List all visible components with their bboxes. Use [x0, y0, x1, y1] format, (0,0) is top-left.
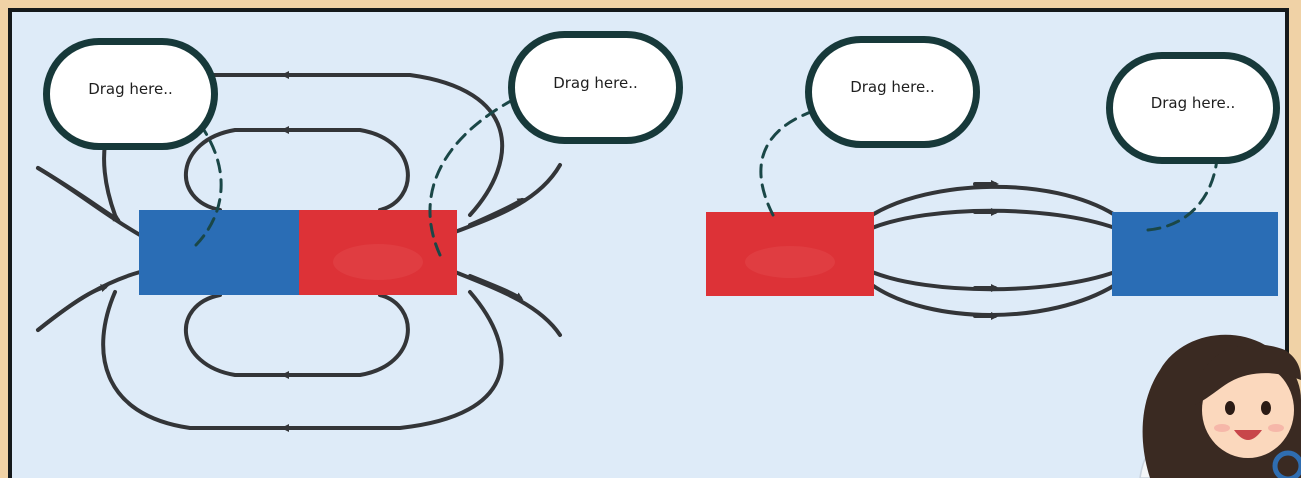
drop-zone-3[interactable]: Drag here.. — [805, 36, 980, 148]
avatar-mouth — [1234, 430, 1262, 440]
drop-zone-label: Drag here.. — [553, 73, 638, 92]
field-line-pair-1 — [870, 184, 1117, 217]
bar-magnet-south-pole — [139, 210, 299, 295]
field-line-left-lower — [36, 270, 142, 332]
bar-magnet-sheen — [333, 244, 423, 280]
avatar-face — [1202, 362, 1294, 458]
drop-zone-label: Drag here.. — [88, 80, 173, 98]
field-line-bottom-inner — [184, 293, 410, 377]
field-arrow — [468, 197, 526, 227]
bar-magnet-field-lines — [36, 71, 562, 432]
pointer-arrow-1 — [178, 98, 223, 247]
attraction-field-lines — [870, 180, 1117, 320]
red-pole-block — [706, 212, 874, 296]
field-line-top-inner — [184, 128, 410, 212]
bar-magnet — [139, 210, 457, 295]
blue-pole-block — [1112, 212, 1278, 296]
teacher-avatar — [1139, 334, 1301, 478]
field-line-right-upper — [453, 163, 562, 234]
drop-zone-4[interactable]: Drag here.. — [1106, 52, 1280, 164]
drop-zone-label: Drag here.. — [1150, 94, 1236, 112]
drop-zone-2[interactable]: Drag here.. — [508, 31, 683, 144]
avatar-eye-right — [1261, 401, 1271, 415]
field-line-right-lower — [453, 270, 562, 337]
field-arrow — [36, 166, 122, 223]
avatar-cheek — [1214, 424, 1230, 432]
field-arrow — [36, 284, 109, 332]
field-line-top-outer — [102, 73, 504, 217]
avatar-cheek — [1268, 424, 1284, 432]
red-magnet-sheen — [745, 246, 835, 278]
blue-magnet-pole — [1112, 212, 1278, 296]
drop-zone-label: Drag here.. — [850, 78, 935, 96]
field-arrow — [468, 274, 524, 301]
drop-zone-1[interactable]: Drag here.. — [43, 38, 218, 150]
avatar-bangs — [1195, 344, 1301, 405]
pointer-arrow-2 — [428, 96, 520, 257]
avatar-eye-left — [1225, 401, 1235, 415]
magnifier-icon — [1272, 450, 1301, 478]
field-line-bottom-outer — [101, 290, 504, 430]
